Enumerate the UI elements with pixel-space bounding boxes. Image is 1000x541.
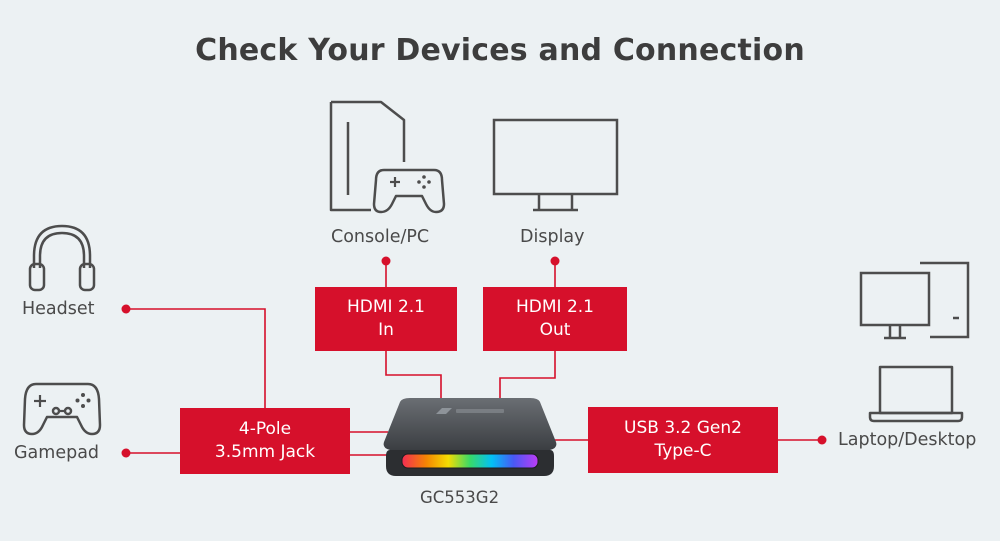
hdmi-out-box: HDMI 2.1 Out (483, 287, 627, 351)
audio-jack-line1: 4-Pole (238, 419, 292, 439)
hdmi-in-line2: In (378, 320, 394, 340)
connector-dot-console (381, 256, 391, 266)
hdmi-in-box: HDMI 2.1 In (315, 287, 457, 351)
connector-dot-gamepad (121, 448, 131, 458)
laptop-desktop-label: Laptop/Desktop (838, 430, 977, 450)
usb-line1: USB 3.2 Gen2 (624, 418, 742, 438)
laptop-icon (868, 365, 964, 423)
headset-label: Headset (22, 299, 95, 319)
gamepad-icon (22, 382, 102, 436)
audio-jack-box: 4-Pole 3.5mm Jack (180, 408, 350, 474)
hdmi-in-line1: HDMI 2.1 (347, 297, 425, 317)
console-pc-icon (329, 100, 446, 214)
gamepad-label: Gamepad (14, 443, 100, 463)
audio-jack-line2: 3.5mm Jack (214, 442, 316, 462)
display-icon (492, 118, 619, 212)
hdmi-out-line1: HDMI 2.1 (516, 297, 594, 317)
usb-box: USB 3.2 Gen2 Type-C (588, 407, 778, 473)
usb-line2: Type-C (654, 441, 712, 461)
page-title: Check Your Devices and Connection (195, 33, 805, 68)
display-label: Display (520, 227, 585, 247)
connector-dot-display (550, 256, 560, 266)
headset-icon (28, 224, 96, 292)
connector-dot-headset (121, 304, 131, 314)
console-pc-label: Console/PC (331, 227, 430, 247)
hdmi-out-line2: Out (539, 320, 571, 340)
device-name-label: GC553G2 (420, 488, 500, 507)
connector-dot-laptop (817, 435, 827, 445)
desktop-computer-icon (859, 261, 970, 340)
capture-device-image (383, 398, 557, 476)
